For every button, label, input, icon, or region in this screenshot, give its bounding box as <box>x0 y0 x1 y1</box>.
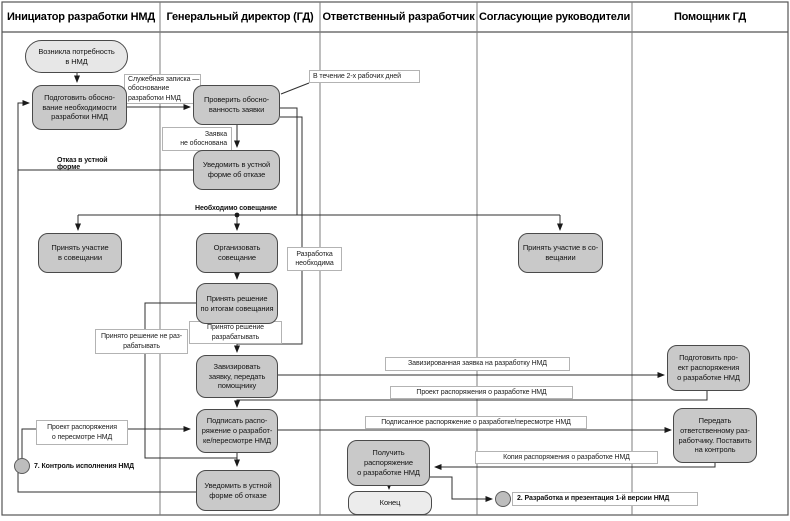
label-refusal-oral: Отказ в устной форме <box>57 157 108 171</box>
task-visa-request: Завизировать заявку, передать помощнику <box>196 355 278 398</box>
label-order-copy: Копия распоряжения о разработке НМД <box>475 451 658 464</box>
task-check-request: Проверить обосно- ванность заявки <box>193 85 280 125</box>
flow-lines <box>17 73 716 502</box>
task-receive-order: Получить распоряжение о разработке НМД <box>347 440 430 486</box>
label-dev-needed: Разработка необходима <box>287 247 342 271</box>
task-sign-order: Подписать распо- ряжение о разработ- ке/… <box>196 409 278 453</box>
label-draft-review-order: Проект распоряжения о пересмотре НМД <box>36 420 128 445</box>
label-visaed-request: Завизированная заявка на разработку НМД <box>385 357 570 371</box>
label-not-justified: Заявка не обоснована <box>162 127 232 151</box>
task-prepare-justification: Подготовить обосно- вание необходимости … <box>32 85 127 130</box>
event-end: Конец <box>348 491 432 515</box>
label-meeting-needed: Необходимо совещание <box>195 205 277 212</box>
label-decision-not-develop: Принято решение не раз- рабатывать <box>95 329 188 354</box>
lane-header-developer: Ответственный разработчик <box>322 11 475 23</box>
task-join-meeting-approvers: Принять участие в со- вещании <box>518 233 603 273</box>
task-decide-after-meeting: Принять решение по итогам совещания <box>196 283 278 324</box>
task-handover-control: Передать ответственному раз- работчику. … <box>673 408 757 463</box>
lane-header-director: Генеральный директор (ГД) <box>166 11 314 23</box>
label-two-days: В течение 2-х рабочих дней <box>309 70 420 83</box>
offpage-connector-7-icon <box>14 458 30 474</box>
label-ref-develop: 2. Разработка и презентация 1-й версии Н… <box>512 492 698 506</box>
label-signed-order: Подписанное распоряжение о разработке/пе… <box>365 416 587 429</box>
offpage-connector-2-icon <box>495 491 511 507</box>
event-start-need-nmd: Возникла потребность в НМД <box>25 40 128 73</box>
task-join-meeting-initiator: Принять участие в совещании <box>38 233 122 273</box>
label-memo: Служебная записка — обоснование разработ… <box>124 74 201 104</box>
label-decision-develop: Принято решение разрабатывать <box>189 321 282 344</box>
task-notify-refusal-top: Уведомить в устной форме об отказе <box>193 150 280 190</box>
task-notify-refusal-bottom: Уведомить в устной форме об отказе <box>196 470 280 511</box>
lane-header-approvers: Согласующие руководители <box>478 11 631 23</box>
lane-header-initiator: Инициатор разработки НМД <box>6 11 156 23</box>
task-organize-meeting: Организовать совещание <box>196 233 278 273</box>
label-ref-control: 7. Контроль исполнения НМД <box>34 463 134 470</box>
task-draft-order: Подготовить про- ект распоряжения о разр… <box>667 345 750 391</box>
junction-dot <box>234 212 240 218</box>
lane-header-assistant: Помощник ГД <box>673 11 747 23</box>
label-draft-dev-order: Проект распоряжения о разработке НМД <box>390 386 573 399</box>
